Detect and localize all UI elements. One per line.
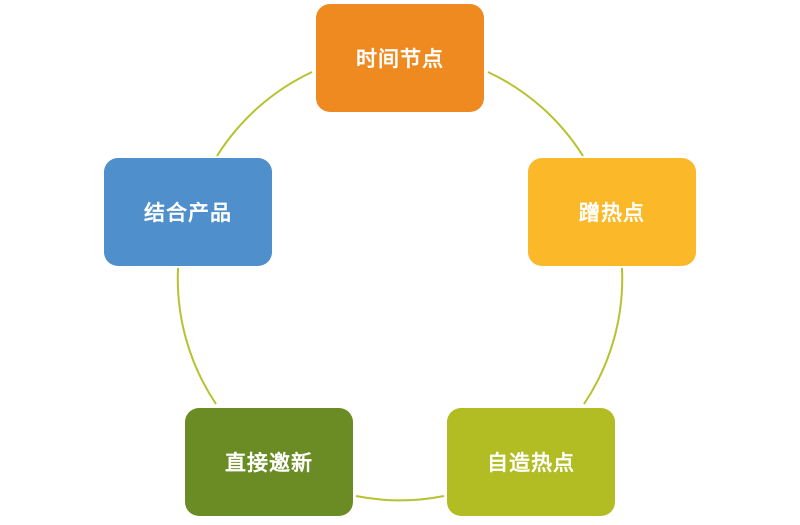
connector-arc-3 [176, 267, 217, 405]
node-label: 自造热点 [487, 451, 575, 475]
node-direct-invite: 直接邀新 [185, 408, 353, 516]
node-label: 蹭热点 [579, 201, 645, 225]
node-label: 时间节点 [356, 47, 444, 71]
node-create-trend: 自造热点 [447, 408, 615, 516]
connector-arc-1 [583, 267, 624, 405]
node-label: 直接邀新 [225, 451, 313, 475]
node-label: 结合产品 [144, 201, 232, 225]
connector-arc-4 [216, 71, 313, 157]
connector-arc-2 [355, 495, 445, 502]
node-time-point: 时间节点 [316, 4, 484, 112]
connector-arc-0 [487, 71, 584, 157]
node-combine-product: 结合产品 [104, 158, 272, 266]
node-ride-trend: 蹭热点 [528, 158, 696, 266]
